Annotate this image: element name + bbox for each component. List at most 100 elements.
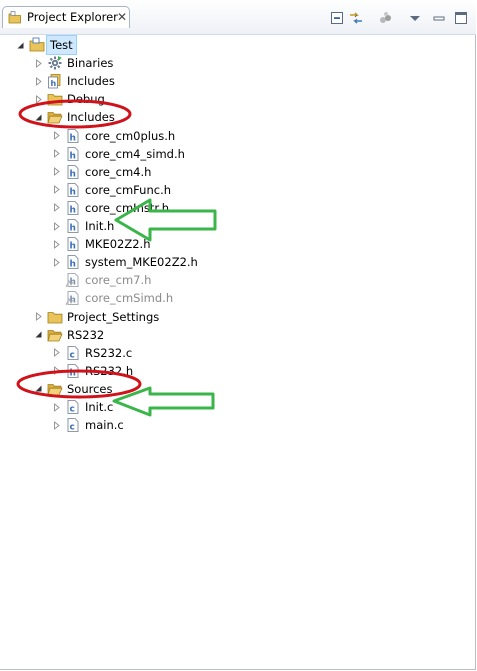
svg-text:h: h	[70, 151, 76, 161]
svg-text:h: h	[70, 205, 76, 215]
collapsed-twisty-icon[interactable]	[50, 217, 62, 235]
svg-text:h: h	[70, 169, 76, 179]
tree-item-label: core_cm4_simd.h	[85, 146, 185, 161]
tree-item-core-cmfunc-h[interactable]: h core_cmFunc.h	[50, 181, 171, 199]
tree-item-label: core_cmFunc.h	[85, 182, 172, 197]
folder-open-icon	[47, 327, 63, 343]
tree-item-system-mke02z2-h[interactable]: h system_MKE02Z2.h	[50, 253, 198, 271]
tree-item-mke02z2-h[interactable]: h MKE02Z2.h	[50, 235, 151, 253]
tree-item-core-cm4-h[interactable]: h core_cm4.h	[50, 163, 151, 181]
folder-open-icon	[47, 109, 63, 125]
svg-text:h: h	[70, 260, 76, 270]
view-menu-icon[interactable]	[407, 10, 423, 26]
tree-item-label: Sources	[67, 381, 113, 396]
binaries-icon	[47, 55, 63, 71]
collapsed-twisty-icon[interactable]	[32, 72, 44, 90]
c-source-file-icon: c	[65, 399, 81, 415]
view-title-bar: Project Explorer ✕	[0, 0, 476, 35]
tree-item-project-settings[interactable]: Project_Settings	[32, 308, 159, 326]
collapsed-twisty-icon[interactable]	[50, 127, 62, 145]
collapsed-twisty-icon[interactable]	[50, 253, 62, 271]
tab-title: Project Explorer	[27, 10, 118, 24]
tree-item-label: core_cmInstr.h	[85, 200, 169, 215]
tab-project-explorer[interactable]: Project Explorer ✕	[2, 6, 130, 28]
filters-icon[interactable]	[378, 10, 394, 26]
header-file-icon: h	[65, 254, 81, 270]
tree-item-label: Includes	[67, 110, 115, 125]
tree-item-label: core_cm4.h	[85, 164, 152, 179]
header-file-icon: h	[65, 182, 81, 198]
tree-item-label: Init.h	[85, 219, 115, 233]
tree-item-test[interactable]: Test	[14, 35, 77, 55]
project-icon	[29, 37, 45, 53]
project-explorer-icon	[8, 11, 21, 24]
collapsed-twisty-icon[interactable]	[32, 90, 44, 108]
header-file-icon: h	[65, 164, 81, 180]
folder-icon	[47, 91, 63, 107]
collapse-all-icon[interactable]	[329, 10, 345, 26]
tree-item-core-cm4-simd-h[interactable]: h core_cm4_simd.h	[50, 145, 185, 163]
tree-item-rs232[interactable]: RS232	[32, 326, 104, 344]
tree-item-label: Binaries	[67, 56, 114, 71]
collapsed-twisty-icon[interactable]	[50, 199, 62, 217]
header-file-icon: h	[65, 146, 81, 162]
tree-item-sources[interactable]: Sources	[32, 380, 113, 398]
tree-item-label: core_cm0plus.h	[85, 128, 176, 143]
tree-item-binaries[interactable]: Binaries	[32, 54, 113, 72]
tree-item-core-cminstr-h[interactable]: h core_cmInstr.h	[50, 199, 169, 217]
collapsed-twisty-icon[interactable]	[50, 398, 62, 416]
tree-item-label: RS232.c	[85, 345, 133, 360]
svg-text:h: h	[70, 224, 76, 234]
minimize-icon[interactable]	[431, 10, 447, 26]
close-icon[interactable]: ✕	[117, 10, 128, 24]
collapsed-twisty-icon[interactable]	[50, 362, 62, 380]
header-file-icon: h	[65, 236, 81, 252]
tree-item-label: RS232.h	[85, 363, 134, 378]
svg-text:h: h	[70, 133, 76, 143]
svg-text:h: h	[70, 242, 76, 252]
tree-item-rs232-c[interactable]: c RS232.c	[50, 344, 132, 362]
expanded-twisty-icon[interactable]	[32, 326, 44, 344]
tree-item-debug[interactable]: Debug	[32, 90, 105, 108]
header-file-icon: h	[65, 218, 81, 234]
collapsed-twisty-icon[interactable]	[50, 145, 62, 163]
maximize-icon[interactable]	[453, 10, 469, 26]
link-with-editor-icon[interactable]	[348, 10, 364, 26]
c-source-file-icon: c	[65, 345, 81, 361]
expanded-twisty-icon[interactable]	[32, 108, 44, 126]
tree-item-label: MKE02Z2.h	[85, 237, 151, 252]
svg-text:c: c	[70, 423, 75, 433]
header-file-icon: h	[65, 128, 81, 144]
missing-header-file-icon: h	[65, 290, 81, 306]
tree-item-label: Project_Settings	[67, 309, 160, 324]
tree-item-label: system_MKE02Z2.h	[85, 255, 198, 270]
tree-item-label: core_cm7.h	[85, 273, 152, 288]
no-twisty	[50, 289, 62, 307]
collapsed-twisty-icon[interactable]	[50, 344, 62, 362]
c-source-file-icon: c	[65, 417, 81, 433]
collapsed-twisty-icon[interactable]	[50, 416, 62, 434]
tree-item-label: Debug	[67, 92, 105, 107]
tree-item-init-h[interactable]: h Init.h	[50, 217, 114, 235]
tree-item-label: Test	[46, 35, 77, 55]
collapsed-twisty-icon[interactable]	[32, 308, 44, 326]
svg-text:h: h	[70, 187, 76, 197]
collapsed-twisty-icon[interactable]	[50, 181, 62, 199]
tree-item-core-cm0plus-h[interactable]: h core_cm0plus.h	[50, 127, 175, 145]
tree-item-includes[interactable]: Includes	[32, 108, 115, 126]
collapsed-twisty-icon[interactable]	[50, 163, 62, 181]
svg-text:c: c	[70, 350, 75, 360]
header-file-icon: h	[65, 200, 81, 216]
folder-icon	[47, 309, 63, 325]
expanded-twisty-icon[interactable]	[32, 380, 44, 398]
expanded-twisty-icon[interactable]	[14, 36, 26, 54]
collapsed-twisty-icon[interactable]	[50, 235, 62, 253]
collapsed-twisty-icon[interactable]	[32, 54, 44, 72]
